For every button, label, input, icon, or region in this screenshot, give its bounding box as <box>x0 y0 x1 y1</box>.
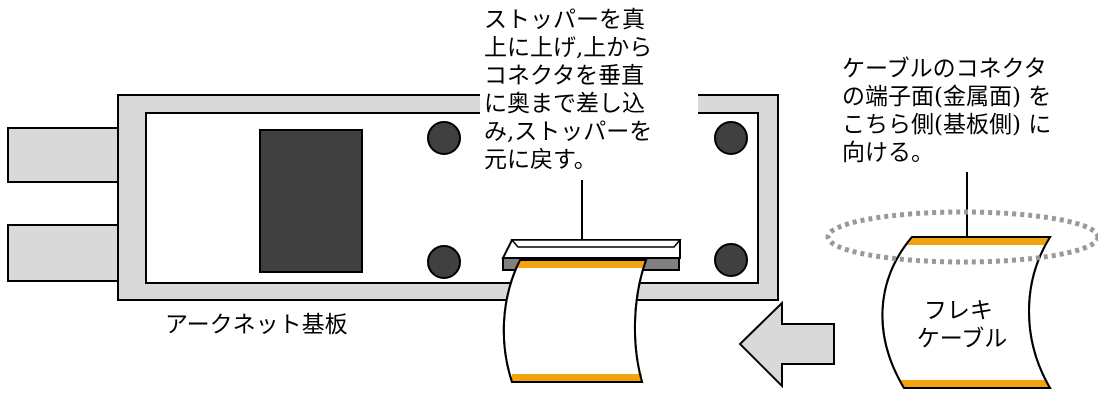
orientation-line: こちら側(基板側) に <box>842 112 1051 138</box>
board-side-connector-top <box>7 127 119 183</box>
inserted-cable-top-contacts <box>516 260 646 268</box>
loose-flex-cable <box>881 236 1052 389</box>
loose-cable-top-contacts <box>906 237 1050 245</box>
instruction-text: ストッパーを真 上に上げ,上から コネクタを垂直 に奥まで差し込 み,ストッパー… <box>484 7 660 173</box>
orientation-line: 向ける。 <box>842 140 934 166</box>
mounting-hole-right-top <box>714 121 748 155</box>
instruction-text-background <box>480 0 698 172</box>
orientation-note-text: ケーブルのコネクタ の端子面(金属面) を こちら側(基板側) に 向ける。 <box>842 56 1059 166</box>
instruction-line: 上に上げ,上から <box>484 35 652 61</box>
cable-label: フレキ ケーブル <box>917 298 1008 352</box>
contact-face-highlight-ellipse <box>825 209 1098 265</box>
mounting-hole-left-top <box>427 121 461 155</box>
inserted-flex-cable <box>502 259 648 383</box>
instruction-line: に奥まで差し込 <box>484 91 645 117</box>
instruction-line: み,ストッパーを <box>484 119 652 145</box>
cable-label-line: フレキ <box>924 298 993 324</box>
instruction-line: コネクタを垂直 <box>484 63 644 89</box>
instruction-line: 元に戻す。 <box>484 147 597 173</box>
board-chip <box>259 129 363 273</box>
instruction-line: ストッパーを真 <box>484 7 645 33</box>
cable-label-line: ケーブル <box>917 326 1008 352</box>
loose-cable-bottom-contacts <box>900 380 1050 388</box>
mounting-hole-left-bottom <box>427 245 461 279</box>
insertion-direction-arrow <box>738 300 835 389</box>
orientation-line: ケーブルのコネクタ <box>842 56 1047 82</box>
mounting-hole-right-bottom <box>714 243 748 277</box>
inserted-cable-bottom-contacts <box>512 374 642 382</box>
board-label: アークネット基板 <box>165 312 348 338</box>
board-side-connector-bottom <box>7 224 119 282</box>
orientation-line: の端子面(金属面) を <box>842 84 1051 110</box>
